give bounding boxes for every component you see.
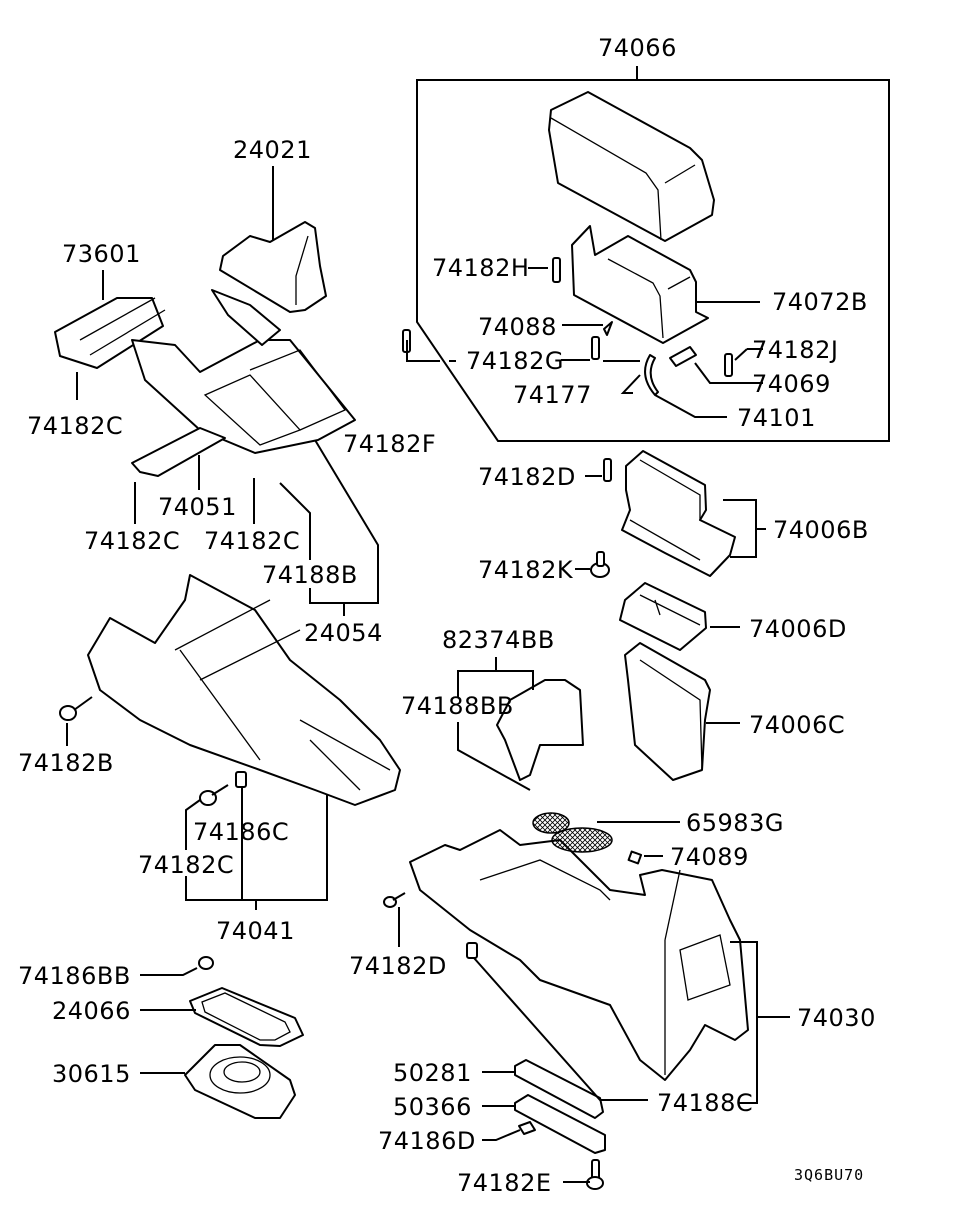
clip-74088-icon (603, 321, 613, 336)
callout-74182G[interactable]: 74182G (466, 347, 564, 375)
diagram-code: 3Q6BU70 (794, 1166, 864, 1184)
screw-74182G-icon (591, 336, 600, 360)
callout-74182C-top-left[interactable]: 74182C (27, 412, 123, 440)
callout-74088[interactable]: 74088 (478, 313, 557, 341)
callout-24021[interactable]: 24021 (233, 136, 312, 164)
callout-74182H[interactable]: 74182H (432, 254, 529, 282)
callout-30615[interactable]: 30615 (52, 1060, 131, 1088)
clip-74089-icon (627, 850, 643, 865)
clip-74188C-icon (466, 942, 478, 959)
console-lid-73601-part[interactable] (54, 297, 166, 369)
callout-74182B[interactable]: 74182B (18, 749, 114, 777)
screw-74182H-icon (552, 257, 561, 283)
main-console-74030-part[interactable] (409, 829, 749, 1081)
callout-74186BB[interactable]: 74186BB (18, 962, 131, 990)
armrest-lid-part[interactable] (548, 91, 715, 242)
cover-82374BB-part[interactable] (496, 679, 584, 781)
callout-74069[interactable]: 74069 (752, 370, 831, 398)
callout-74182D-lower[interactable]: 74182D (349, 952, 447, 980)
screw-74182D-icon (383, 892, 406, 908)
callout-74182K[interactable]: 74182K (478, 556, 574, 584)
callout-74186C[interactable]: 74186C (193, 818, 289, 846)
screw-74182K-icon (590, 551, 610, 578)
armrest-group-frame (416, 66, 890, 442)
callout-24054[interactable]: 24054 (304, 619, 383, 647)
nut-74186BB-icon (198, 956, 214, 970)
callout-50281[interactable]: 50281 (393, 1059, 472, 1087)
callout-74186D[interactable]: 74186D (378, 1127, 476, 1155)
callout-74188BB[interactable]: 74188BB (401, 692, 514, 720)
screw-74182D-upper-icon (603, 458, 612, 482)
screw-74182J-icon (724, 353, 733, 377)
callout-74177[interactable]: 74177 (513, 381, 592, 409)
gasket-24066-part[interactable] (189, 987, 304, 1047)
callout-65983G[interactable]: 65983G (686, 809, 784, 837)
callout-24066[interactable]: 24066 (52, 997, 131, 1025)
bin-74006C-part[interactable] (624, 642, 711, 781)
callout-74188B[interactable]: 74188B (262, 561, 358, 589)
boot-30615-part[interactable] (184, 1044, 296, 1119)
callout-73601[interactable]: 73601 (62, 240, 141, 268)
mats-65983G-part[interactable] (532, 812, 613, 853)
clip-74186C-icon (235, 771, 247, 788)
hinge-74101-icon (644, 354, 659, 396)
screw-74182E-icon (586, 1159, 604, 1190)
screw-74182B-icon (59, 696, 93, 721)
callout-82374BB[interactable]: 82374BB (442, 626, 555, 654)
callout-74182F[interactable]: 74182F (343, 430, 436, 458)
tray-50281-part[interactable] (514, 1059, 604, 1119)
callout-74182C-lower[interactable]: 74182C (138, 851, 234, 879)
callout-74030[interactable]: 74030 (797, 1004, 876, 1032)
leader-lines (66, 166, 790, 1183)
callout-74182E[interactable]: 74182E (457, 1169, 552, 1197)
callout-74072B[interactable]: 74072B (772, 288, 868, 316)
clip-74186D-icon (518, 1121, 536, 1135)
latch-74069-icon (669, 346, 697, 367)
tray-50366-part[interactable] (514, 1094, 606, 1154)
callout-74051[interactable]: 74051 (158, 493, 237, 521)
console-box-74006B-part[interactable] (621, 450, 736, 577)
callout-74006B[interactable]: 74006B (773, 516, 869, 544)
shift-panel-part[interactable] (131, 289, 356, 454)
callout-74188C[interactable]: 74188C (657, 1089, 753, 1117)
lower-console-part[interactable] (87, 574, 401, 806)
callout-74182C-mid-left[interactable]: 74182C (84, 527, 180, 555)
screw-74182C-icon (199, 784, 229, 806)
tray-74006D-part[interactable] (619, 582, 707, 651)
callout-74041[interactable]: 74041 (216, 917, 295, 945)
armrest-base-part[interactable] (571, 225, 709, 344)
callout-74101[interactable]: 74101 (737, 404, 816, 432)
shift-boot-part[interactable] (219, 221, 327, 313)
callout-74182D-upper[interactable]: 74182D (478, 463, 576, 491)
callout-50366[interactable]: 50366 (393, 1093, 472, 1121)
callout-74182J[interactable]: 74182J (752, 336, 838, 364)
callout-74006D[interactable]: 74006D (749, 615, 847, 643)
callout-74182C-mid-right[interactable]: 74182C (204, 527, 300, 555)
callout-labels: 74066 24021 73601 74182H 74072B 74088 74… (18, 34, 876, 1197)
callout-74066[interactable]: 74066 (598, 34, 677, 62)
callout-74089[interactable]: 74089 (670, 843, 749, 871)
callout-74006C[interactable]: 74006C (749, 711, 845, 739)
trim-strip-74051-part[interactable] (131, 427, 226, 477)
